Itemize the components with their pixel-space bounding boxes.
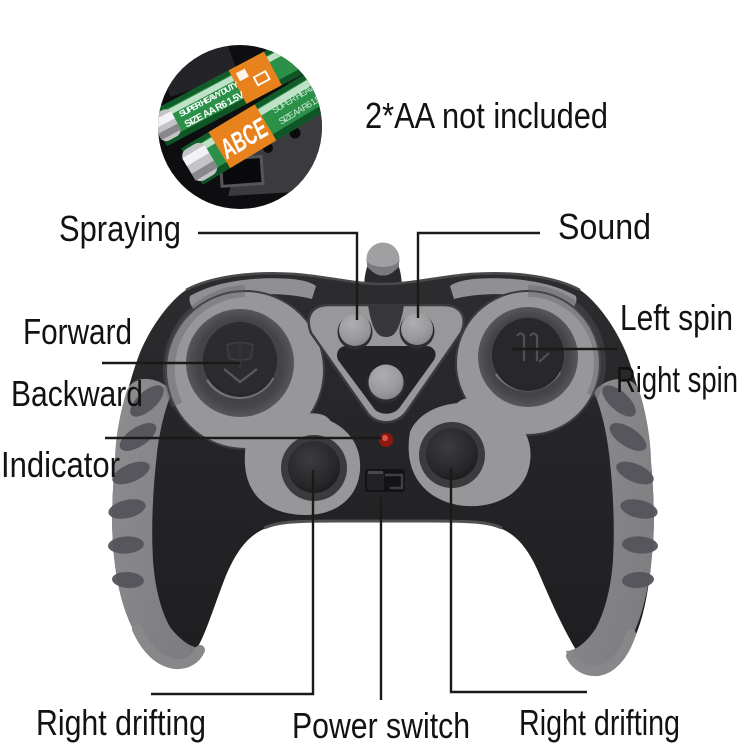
svg-text:2*AA not included: 2*AA not included — [365, 95, 608, 136]
svg-text:Forward: Forward — [23, 311, 132, 352]
svg-text:Right drifting: Right drifting — [36, 702, 206, 743]
svg-text:Right spin: Right spin — [616, 359, 738, 400]
svg-text:Indicator: Indicator — [1, 444, 120, 485]
svg-text:Spraying: Spraying — [59, 208, 181, 249]
svg-text:Backward: Backward — [11, 373, 143, 414]
svg-text:Right drifting: Right drifting — [519, 702, 680, 743]
svg-text:Left spin: Left spin — [620, 297, 733, 338]
svg-text:Power switch: Power switch — [292, 705, 470, 746]
svg-text:Sound: Sound — [558, 206, 651, 247]
